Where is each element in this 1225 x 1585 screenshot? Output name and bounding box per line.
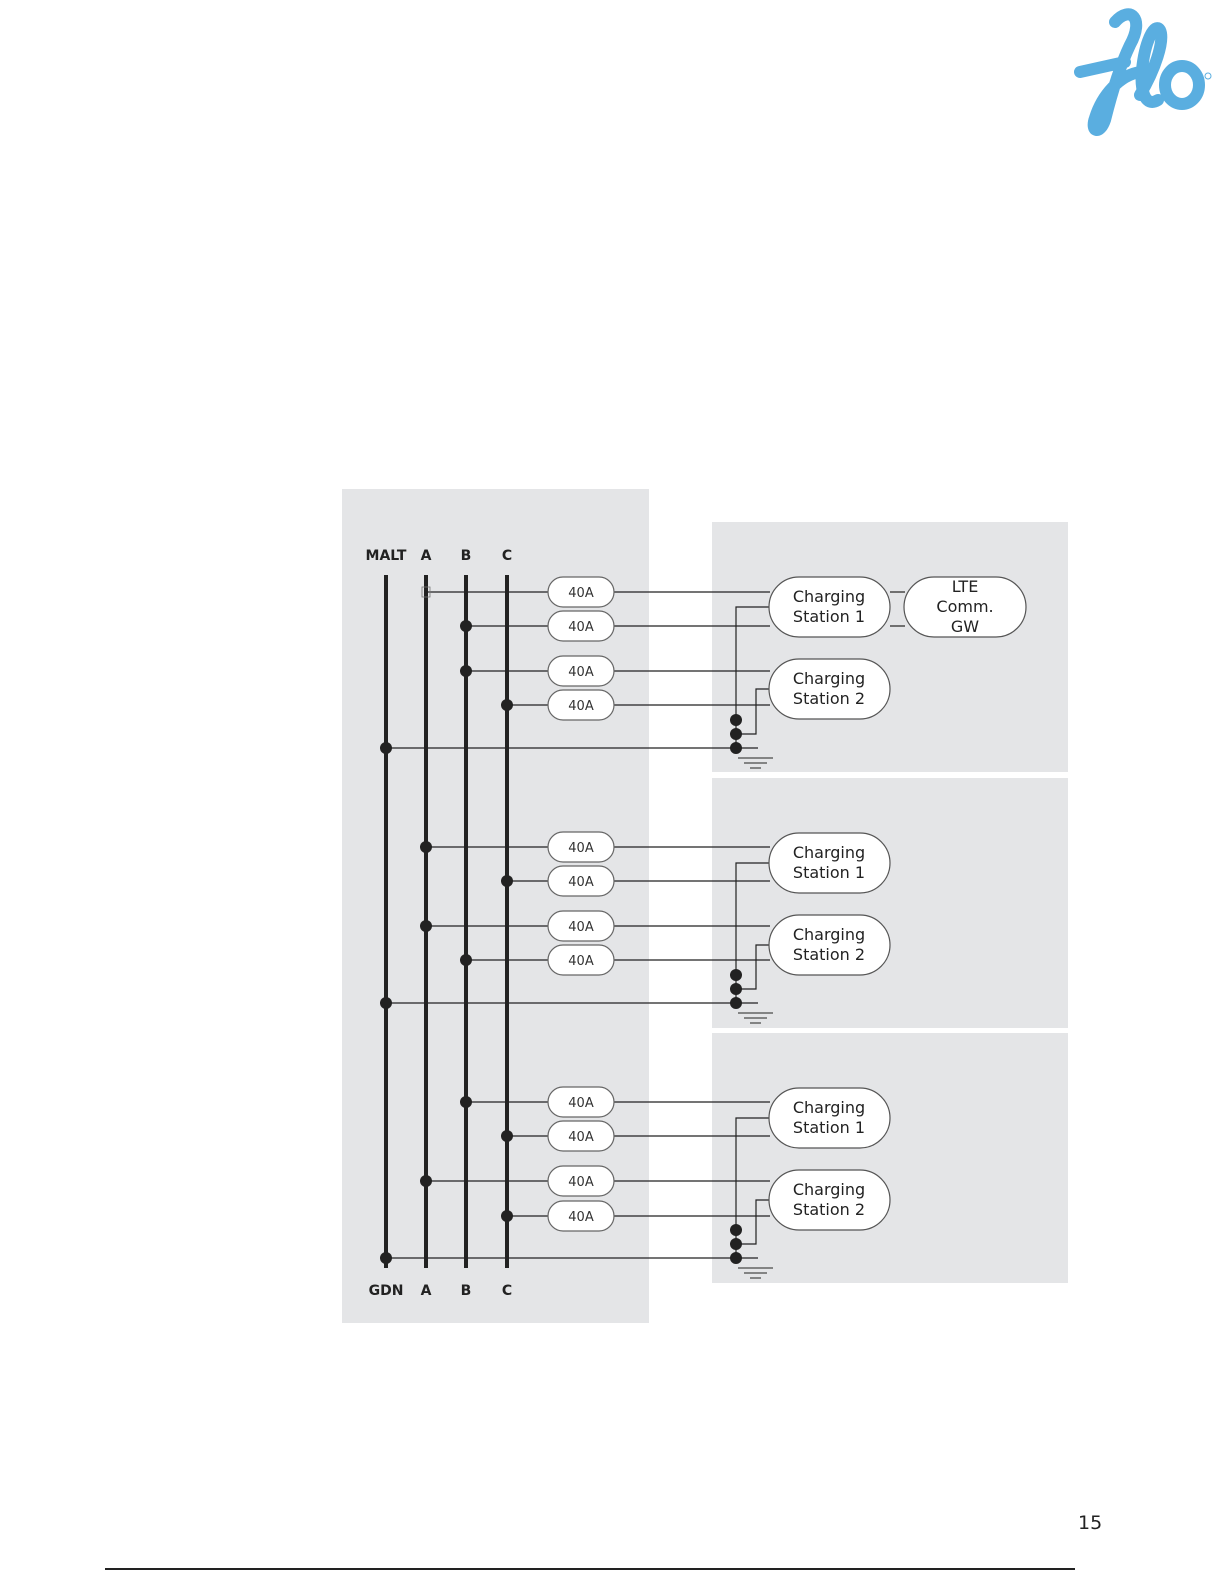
gateway-label-line2: Comm.	[936, 597, 993, 616]
junction-dot	[501, 875, 513, 887]
station-label-line1: Charging	[793, 843, 865, 862]
collector-dot	[730, 714, 742, 726]
junction-dot	[420, 920, 432, 932]
collector-dot	[730, 983, 742, 995]
ground-junction-dot	[380, 997, 392, 1009]
gateway-label-line3: GW	[951, 617, 979, 636]
bus-label-top-2: B	[461, 548, 472, 564]
fuse-rating: 40A	[568, 620, 594, 635]
fuse-rating: 40A	[568, 920, 594, 935]
fuse-rating: 40A	[568, 586, 594, 601]
gateway-label-line1: LTE	[952, 577, 979, 596]
page-number: 15	[1078, 1512, 1102, 1534]
bus-label-top-1: A	[421, 548, 432, 564]
collector-dot	[730, 969, 742, 981]
station-label-line2: Station 2	[793, 1200, 865, 1219]
station-label-line2: Station 1	[793, 1118, 865, 1137]
station-label-line2: Station 2	[793, 689, 865, 708]
bus-label-top-0: MALT	[366, 548, 407, 564]
junction-dot	[420, 1175, 432, 1187]
station-label-line2: Station 1	[793, 863, 865, 882]
junction-dot	[501, 1210, 513, 1222]
panel-group-2	[712, 778, 1068, 1028]
junction-dot	[460, 620, 472, 632]
bus-label-top-3: C	[502, 548, 512, 564]
junction-dot	[420, 841, 432, 853]
junction-dot	[501, 1130, 513, 1142]
fuse-rating: 40A	[568, 1210, 594, 1225]
station-label-line2: Station 2	[793, 945, 865, 964]
fuse-rating: 40A	[568, 665, 594, 680]
bus-label-bottom-1: A	[421, 1283, 432, 1299]
station-label-line1: Charging	[793, 669, 865, 688]
fuse-rating: 40A	[568, 1096, 594, 1111]
ground-junction-dot	[380, 1252, 392, 1264]
collector-dot	[730, 1238, 742, 1250]
station-label-line1: Charging	[793, 1180, 865, 1199]
ground-junction-dot	[380, 742, 392, 754]
panel-group-1	[712, 522, 1068, 772]
fuse-rating: 40A	[568, 875, 594, 890]
fuse-rating: 40A	[568, 1130, 594, 1145]
fuse-rating: 40A	[568, 841, 594, 856]
junction-dot	[501, 699, 513, 711]
fuse-rating: 40A	[568, 699, 594, 714]
bus-label-bottom-0: GDN	[369, 1283, 404, 1299]
fuse-rating: 40A	[568, 1175, 594, 1190]
panel-group-3	[712, 1033, 1068, 1283]
junction-dot	[460, 1096, 472, 1108]
bus-label-bottom-3: C	[502, 1283, 512, 1299]
bus-label-bottom-2: B	[461, 1283, 472, 1299]
collector-dot	[730, 1224, 742, 1236]
junction-dot	[460, 665, 472, 677]
fuse-rating: 40A	[568, 954, 594, 969]
station-label-line2: Station 1	[793, 607, 865, 626]
collector-dot	[730, 728, 742, 740]
junction-dot	[460, 954, 472, 966]
station-label-line1: Charging	[793, 1098, 865, 1117]
station-label-line1: Charging	[793, 587, 865, 606]
station-label-line1: Charging	[793, 925, 865, 944]
footer-rule	[105, 1568, 1075, 1570]
